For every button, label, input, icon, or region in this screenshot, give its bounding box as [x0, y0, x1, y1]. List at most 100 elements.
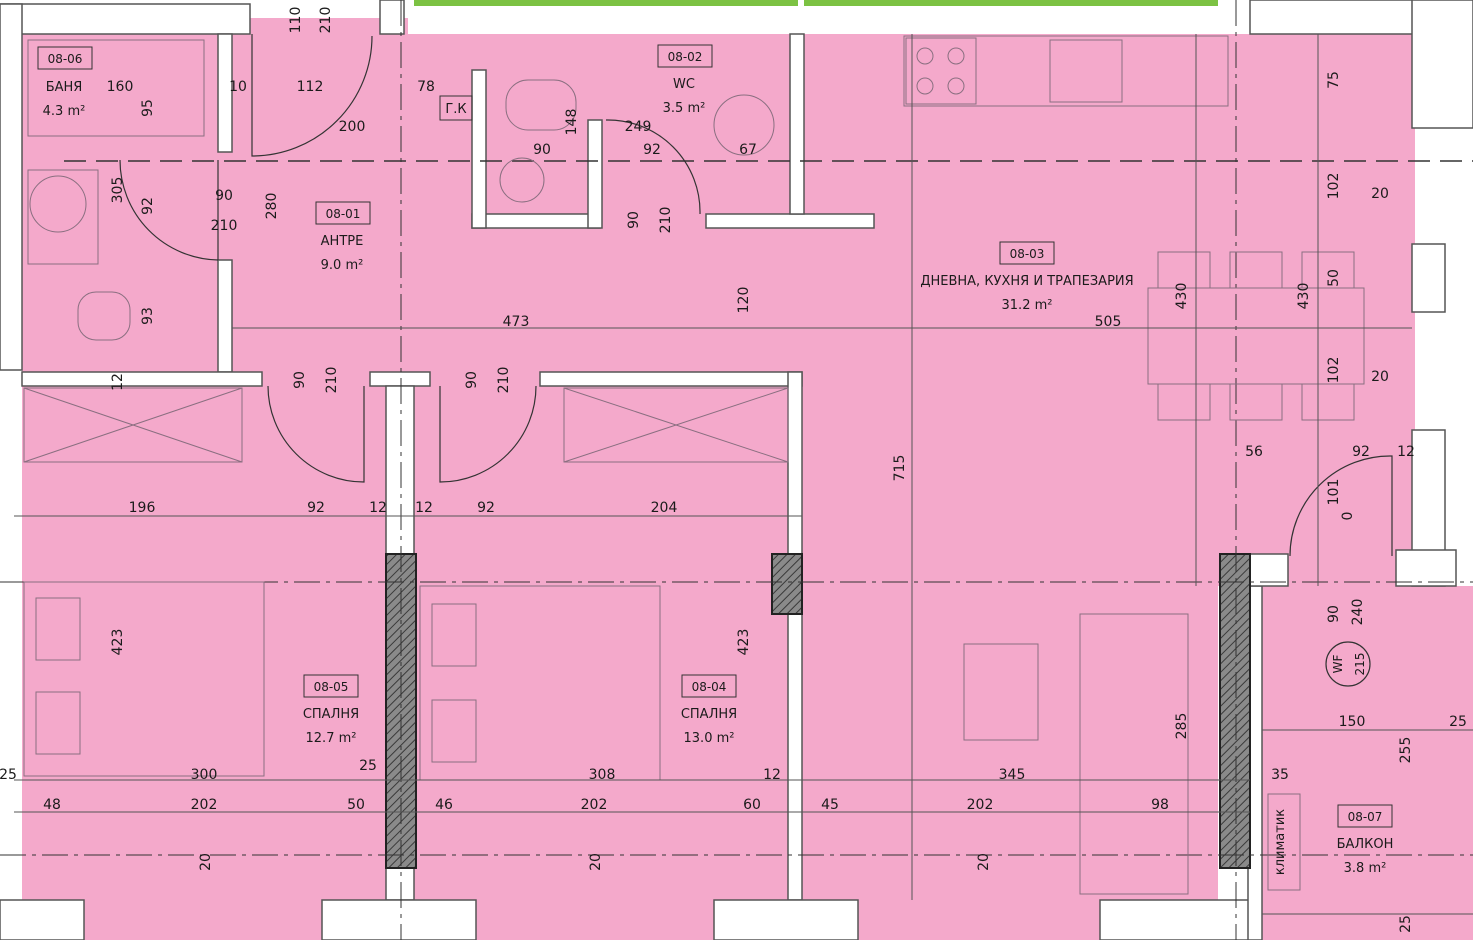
code-box: [315, 201, 371, 225]
dimension-text: 202: [191, 797, 218, 813]
dimension-text: 56: [1245, 444, 1263, 460]
room-code: 08-02: [668, 50, 703, 64]
dimension-text: 92: [140, 197, 156, 215]
dimension-text: 255: [1398, 737, 1414, 764]
dimension-text: 25: [1449, 714, 1467, 730]
door-swings: [119, 34, 1393, 557]
room-labels: 08-06 БАНЯ 4.3 m² 08-02 WC 3.5 m² 08-01 …: [37, 44, 1394, 876]
dimension-text: 12: [1397, 444, 1415, 460]
room-name: ДНЕВНА, КУХНЯ И ТРАПЕЗАРИЯ: [920, 274, 1133, 289]
dimension-text: 67: [739, 142, 757, 158]
code-box: [999, 241, 1055, 265]
wall-right-step: [1395, 549, 1457, 587]
nightstand-left-2: [35, 691, 81, 755]
balcony-fill: [1260, 586, 1473, 940]
nightstand-mid-2: [431, 699, 477, 763]
dimension-text: 345: [999, 767, 1026, 783]
room-bath: 08-06 БАНЯ 4.3 m²: [37, 46, 93, 119]
kitchen-sink: [1049, 39, 1123, 103]
room-name: АНТРЕ: [321, 234, 364, 249]
green-frames: [414, 0, 1218, 6]
dimension-text: 285: [1174, 713, 1190, 740]
wf-circle: [1325, 641, 1371, 687]
wall-left: [0, 3, 23, 371]
dimension-text: 90: [292, 371, 308, 389]
stove-burner-1: [916, 47, 934, 65]
bed-left: [23, 581, 265, 777]
dimension-text: 92: [1352, 444, 1370, 460]
room-area: 3.8 m²: [1344, 861, 1387, 876]
wall-wc-right: [587, 119, 603, 229]
dimension-text: 20: [198, 853, 214, 871]
dimension-text: 202: [967, 797, 994, 813]
room-code: 08-06: [48, 52, 83, 66]
bedroom-left-fill: [22, 380, 388, 900]
room-name: БАЛКОН: [1337, 837, 1394, 852]
dimension-text: 25: [1398, 915, 1414, 933]
room-name: WC: [673, 77, 695, 92]
room-area: 13.0 m²: [684, 731, 735, 746]
sofa: [1079, 613, 1189, 895]
dimension-text: 45: [821, 797, 839, 813]
dimension-text: 110: [288, 7, 304, 34]
dimension-text: 430: [1174, 283, 1190, 310]
wf-label: WF: [1331, 655, 1345, 674]
room-bedroom-left: 08-05 СПАЛНЯ 12.7 m²: [303, 674, 359, 746]
dimension-text: 240: [1350, 599, 1366, 626]
dimension-text: 430: [1296, 283, 1312, 310]
dimension-text: 505: [1095, 314, 1122, 330]
column-mid: [771, 553, 803, 615]
dimension-text: 48: [43, 797, 61, 813]
wall-kitchen-stub: [705, 213, 875, 229]
wardrobe-mid-x2: [563, 387, 789, 463]
dimension-text: 210: [324, 367, 340, 394]
chair-2: [1229, 251, 1283, 289]
dimension-text: 300: [191, 767, 218, 783]
room-name: СПАЛНЯ: [303, 707, 359, 722]
wall-bath-right: [217, 33, 233, 153]
dimension-text: 12: [763, 767, 781, 783]
wall-mid-horizontal-left: [21, 371, 263, 387]
door-bed-left: [267, 385, 365, 483]
wall-bath-right-low: [217, 259, 233, 373]
furniture: [23, 35, 1365, 895]
hall-fill: [230, 18, 408, 380]
room-name: БАНЯ: [46, 80, 83, 95]
wall-bed-right: [787, 371, 803, 901]
dimension-text: 93: [140, 307, 156, 325]
wall-top-mid: [379, 0, 405, 35]
dimension-text: 423: [110, 629, 126, 656]
dimension-text: 90: [215, 188, 233, 204]
stove-burner-3: [916, 77, 934, 95]
wall-bottom-3: [713, 899, 859, 940]
dimension-text: 112: [297, 79, 324, 95]
room-code: 08-07: [1348, 810, 1383, 824]
bedroom-mid-fill: [414, 380, 802, 900]
green-frame-2: [804, 0, 1218, 6]
dimension-text: 98: [1151, 797, 1169, 813]
dimension-text: 148: [564, 109, 580, 136]
wc-shower-drain: [499, 157, 545, 203]
door-balcony: [1289, 455, 1393, 557]
gk-box: [439, 95, 473, 121]
door-bath: [119, 159, 219, 261]
room-code: 08-05: [314, 680, 349, 694]
code-box: [681, 674, 737, 698]
door-bed-mid: [439, 385, 537, 483]
dimension-text: 120: [736, 287, 752, 314]
chair-5: [1229, 383, 1283, 421]
dimension-text: 90: [626, 211, 642, 229]
bath-sink-bowl: [29, 175, 87, 233]
dimension-text: 160: [107, 79, 134, 95]
tv-table: [963, 643, 1039, 741]
wardrobe-left-x2: [23, 387, 243, 463]
wall-right-outer: [1411, 0, 1473, 129]
dimension-text: 92: [307, 500, 325, 516]
stove-burner-4: [947, 77, 965, 95]
wall-wc-left: [471, 69, 487, 229]
bathtub: [27, 39, 205, 137]
dimension-text: 35: [1271, 767, 1289, 783]
dimension-text: 210: [211, 218, 238, 234]
